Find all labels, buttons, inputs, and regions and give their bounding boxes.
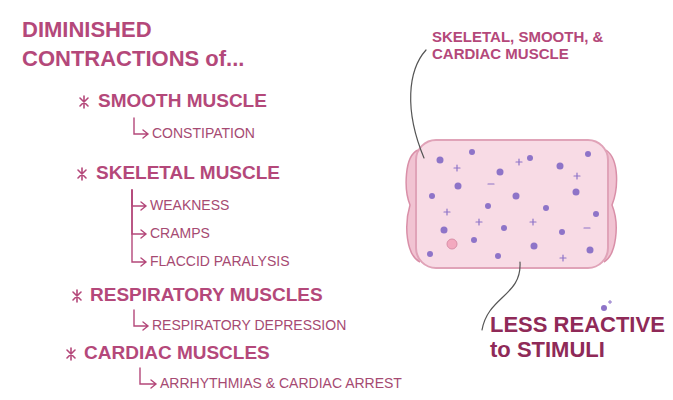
item-heading: CARDIAC MUSCLES [84,342,270,364]
callout-label: LESS REACTIVE to STIMULI [490,312,665,363]
callout-label: SKELETAL, SMOOTH, & CARDIAC MUSCLE [432,28,607,63]
muscle-cell [406,140,616,268]
item-detail: FLACCID PARALYSIS [150,253,290,269]
item-detail: CRAMPS [150,225,210,241]
item-heading: SMOOTH MUSCLE [98,90,267,112]
item-detail: CONSTIPATION [152,125,255,141]
leader-lines [411,50,520,330]
loose-ion [601,300,612,311]
item-detail: WEAKNESS [150,197,229,213]
item-heading: RESPIRATORY MUSCLES [90,284,323,306]
bullet-stars [67,96,88,360]
heading: DIMINISHED CONTRACTIONS of... [22,16,272,73]
item-detail: ARRHYTHMIAS & CARDIAC ARREST [160,375,402,391]
item-heading: SKELETAL MUSCLE [96,162,280,184]
item-detail: RESPIRATORY DEPRESSION [152,317,346,333]
